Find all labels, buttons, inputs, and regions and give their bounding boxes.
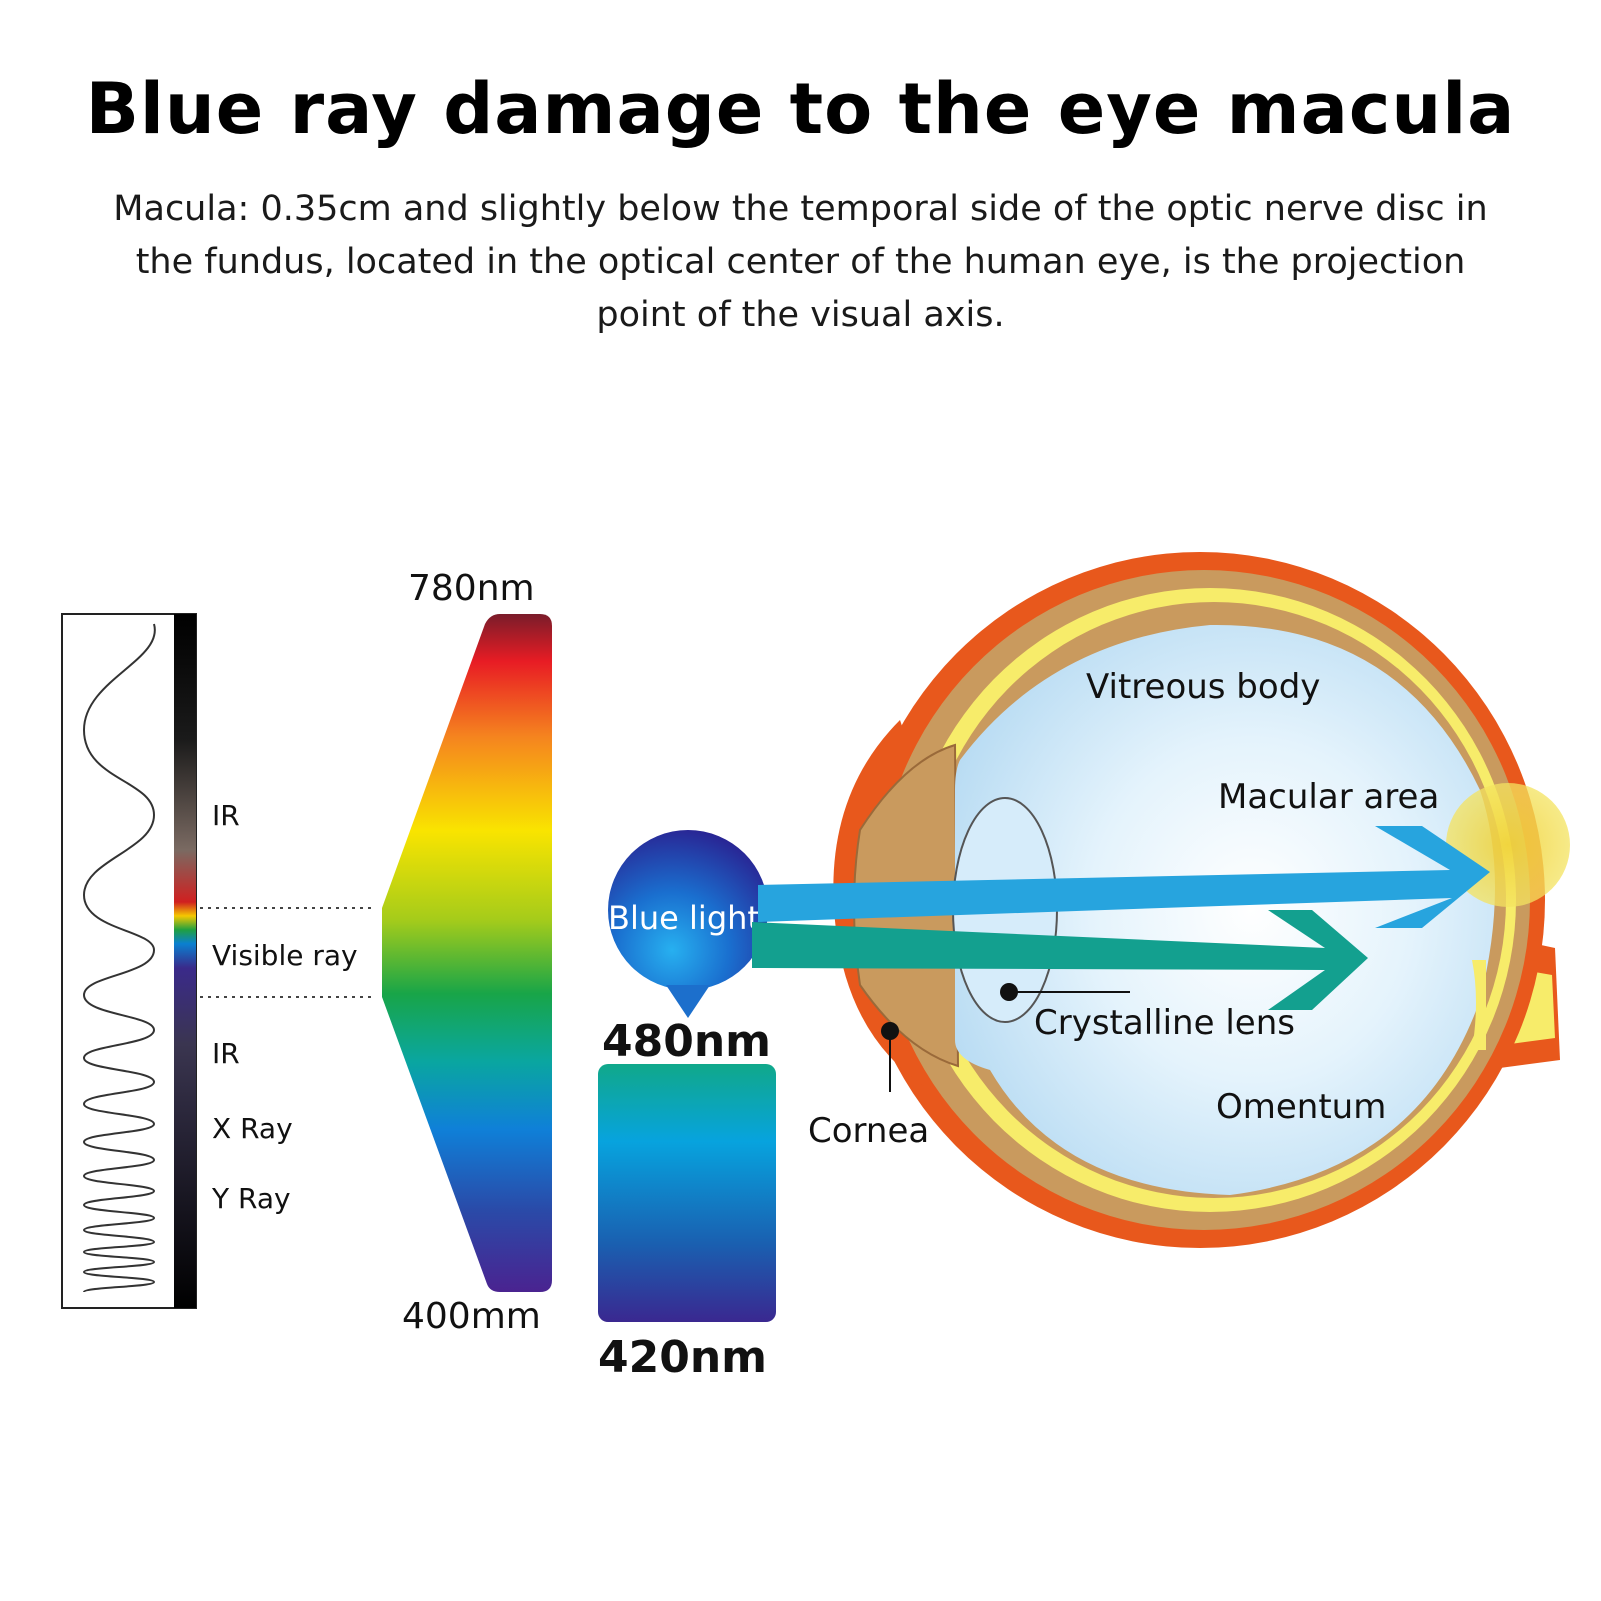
label-ir-bottom: IR <box>212 1037 240 1070</box>
optic-disc <box>1472 960 1486 1050</box>
teal-ray-arrow <box>752 910 1368 1010</box>
label-blue-light: Blue light <box>608 899 760 937</box>
label-macular-area: Macular area <box>1218 777 1439 817</box>
label-420nm: 420nm <box>598 1332 767 1383</box>
label-780nm: 780nm <box>408 568 535 609</box>
label-crystalline-lens: Crystalline lens <box>1034 1003 1295 1043</box>
wave-curve <box>82 623 156 1293</box>
blue-light-pointer <box>666 985 710 1018</box>
label-vitreous-body: Vitreous body <box>1086 667 1320 707</box>
label-visible-ray: Visible ray <box>212 939 358 972</box>
page-title: Blue ray damage to the eye macula <box>85 68 1516 150</box>
visible-spectrum-prism <box>382 614 552 1292</box>
blue-ray-arrow <box>758 826 1490 928</box>
blue-light-circle <box>608 830 768 990</box>
label-x-ray: X Ray <box>212 1112 293 1145</box>
wave-panel <box>61 613 197 1309</box>
page-subtitle: Macula: 0.35cm and slightly below the te… <box>113 189 1488 335</box>
blue-range-box <box>598 1064 776 1322</box>
label-480nm: 480nm <box>602 1016 771 1067</box>
vitreous-body <box>955 624 1495 1195</box>
label-omentum: Omentum <box>1216 1087 1386 1127</box>
label-ir-top: IR <box>212 799 240 832</box>
label-400mm: 400mm <box>402 1296 541 1337</box>
label-cornea: Cornea <box>808 1111 929 1151</box>
label-y-ray: Y Ray <box>211 1182 291 1215</box>
spectrum-bar <box>174 614 196 1308</box>
